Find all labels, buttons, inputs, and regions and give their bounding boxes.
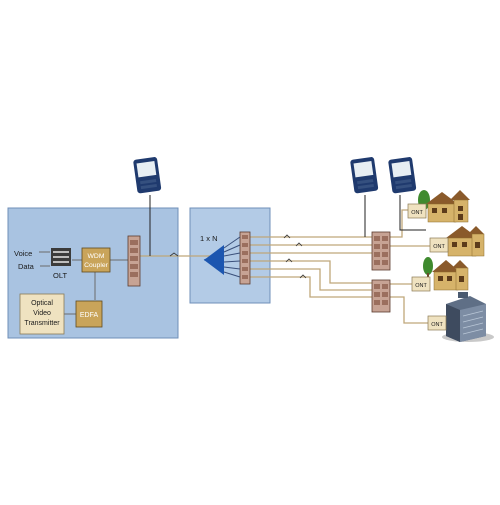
otdr-meter-icon [133,157,162,194]
ont-box-1 [407,203,427,219]
tree-icon [423,257,433,278]
ont-label-2: ONT [433,244,445,250]
splitter-output-lines [223,236,241,278]
optical-video-transmitter-box [19,293,65,335]
ont-label-1: ONT [411,210,423,216]
otdr-lead-3 [399,195,426,231]
distribution-cabinet-1 [371,231,391,271]
edfa-label: EDFA [80,312,99,319]
wdm-label-line2: Coupler [84,262,109,269]
otdr-meter-icon [388,157,417,194]
wdm-coupler-box [81,247,111,273]
ont-box-4 [427,315,447,331]
co-patch-panel [127,235,141,287]
office-building-icon [442,292,494,342]
ont-label-3: ONT [415,283,427,289]
data-label: Data [18,262,35,271]
house-icon [446,226,485,257]
distribution-cabinet-2 [371,279,391,313]
edfa-box [75,300,103,328]
olt-label: OLT [53,271,67,280]
house-icon [432,260,469,291]
ovt-label-line3: Transmitter [24,320,60,327]
olt-icon [51,248,71,266]
voice-label: Voice [14,249,32,258]
wdm-label-line1: WDM [88,253,105,260]
splitter-patch-panel [239,231,251,285]
otdr-meter-icon [350,157,379,194]
ovt-label-line1: Optical [31,300,53,307]
co-wiring [39,251,128,315]
ont-box-2 [429,237,449,253]
ont-box-3 [411,276,431,292]
ont-label-4: ONT [431,322,443,328]
distribution-connectors [283,234,307,279]
splitter-icon [204,245,224,275]
splitter-label: 1 x N [200,234,218,243]
fiber-links [140,209,440,324]
connector-icon [169,252,179,257]
ovt-label-line2: Video [33,310,51,317]
house-icon [426,190,470,223]
